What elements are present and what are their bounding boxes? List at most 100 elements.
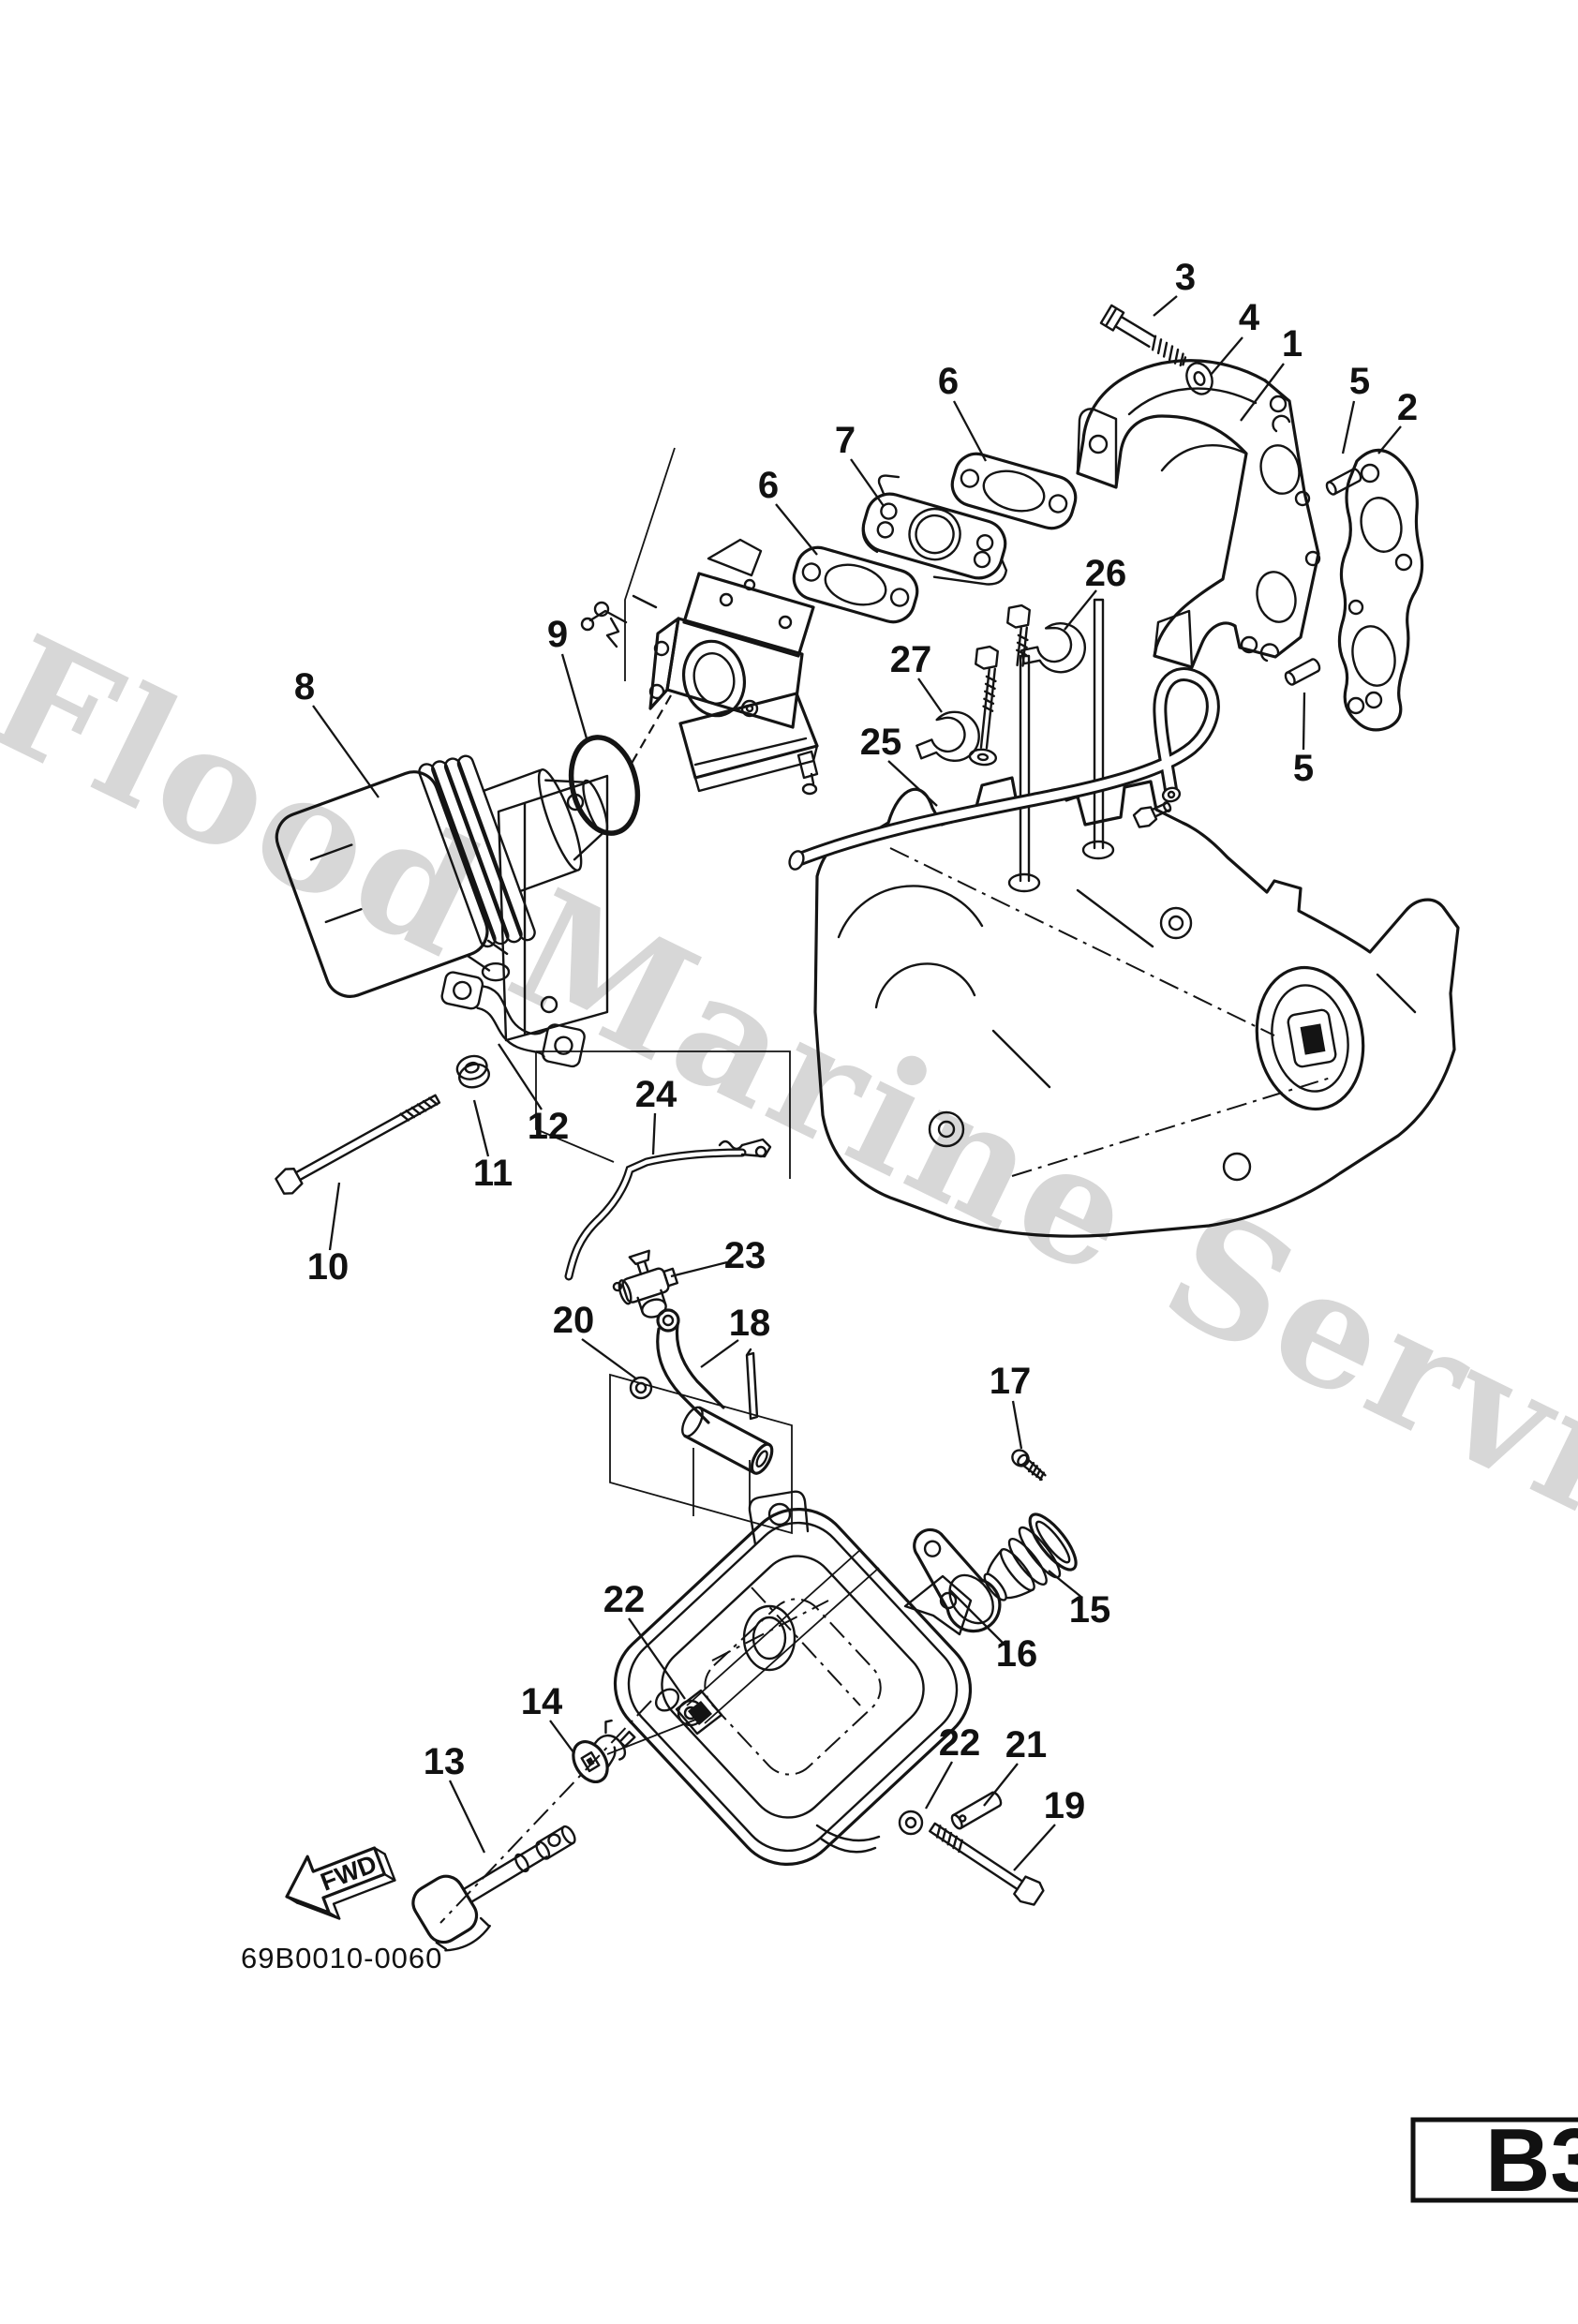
leader-line-19 — [1013, 1824, 1056, 1871]
callout-23: 23 — [724, 1235, 767, 1276]
pin-21 — [950, 1791, 1003, 1830]
callout-27: 27 — [890, 639, 932, 680]
choke-knob-13 — [411, 1825, 576, 1952]
leader-line-22 — [628, 1617, 686, 1700]
callout-19: 19 — [1044, 1785, 1086, 1826]
intake-manifold — [1076, 359, 1321, 669]
pin-5-upper — [1325, 468, 1362, 496]
engine-block — [813, 598, 1460, 1238]
leader-line-14 — [549, 1720, 574, 1753]
callout-10: 10 — [307, 1246, 350, 1288]
washer-22-right — [898, 1810, 924, 1836]
bolt-19 — [929, 1822, 1045, 1906]
leader-line-16 — [948, 1588, 1006, 1646]
callout-6: 6 — [758, 465, 779, 506]
intake-joint-15 — [983, 1512, 1078, 1601]
grommet-11 — [455, 1054, 490, 1089]
leader-line-25 — [887, 760, 938, 807]
leader-line-7 — [850, 458, 885, 507]
clamp-bolt-short — [1006, 603, 1031, 667]
leader-line-1 — [1240, 363, 1285, 422]
callout-5: 5 — [1349, 361, 1370, 402]
leader-line-23 — [670, 1260, 728, 1278]
leader-line-21 — [983, 1763, 1019, 1807]
breather-hose-25 — [788, 667, 1220, 871]
screw-17 — [1011, 1449, 1047, 1482]
callout-17: 17 — [990, 1361, 1032, 1402]
leader-line-24 — [651, 1112, 657, 1155]
o-ring-9 — [568, 735, 641, 836]
bolt-3 — [1099, 304, 1187, 367]
callout-18: 18 — [729, 1303, 771, 1344]
gasket-6-right — [950, 452, 1078, 530]
leader-line-20 — [581, 1338, 638, 1380]
callout-6: 6 — [938, 361, 959, 402]
washer-4 — [1185, 362, 1213, 395]
callout-20: 20 — [553, 1300, 595, 1341]
callout-25: 25 — [860, 722, 902, 763]
bolt-10 — [275, 1094, 441, 1195]
callout-26: 26 — [1085, 553, 1127, 594]
callout-14: 14 — [521, 1681, 563, 1722]
leader-line-18 — [700, 1339, 739, 1368]
callout-7: 7 — [835, 420, 856, 461]
callout-5: 5 — [1293, 748, 1314, 789]
leader-line-6 — [775, 503, 818, 556]
clamp-26 — [1020, 622, 1086, 674]
leader-line-27 — [917, 678, 943, 713]
fwd-arrow: FWD — [285, 1846, 396, 1920]
leader-line-6 — [952, 400, 988, 462]
drawing-code: 69B0010-0060 — [241, 1942, 442, 1974]
carburetor — [580, 538, 819, 796]
callout-15: 15 — [1069, 1589, 1111, 1631]
fuel-cock-23 — [612, 1249, 679, 1318]
pin-5-lower — [1284, 658, 1321, 686]
callout-11: 11 — [473, 1153, 513, 1194]
leader-line-17 — [1011, 1400, 1023, 1450]
leader-line-5 — [1302, 692, 1306, 751]
washer-22-left — [677, 1699, 705, 1727]
bracket-12 — [440, 971, 586, 1068]
clamp-27 — [916, 710, 980, 762]
callout-16: 16 — [996, 1633, 1038, 1675]
callout-21: 21 — [1005, 1724, 1048, 1765]
leader-line-8 — [312, 705, 380, 798]
callout-3: 3 — [1175, 257, 1196, 298]
leader-line-12 — [498, 1043, 543, 1110]
spacer-7 — [861, 474, 1008, 586]
callout-24: 24 — [635, 1074, 677, 1115]
callout-8: 8 — [294, 666, 315, 708]
gasket-2 — [1337, 448, 1424, 732]
leader-line-15 — [1048, 1570, 1083, 1599]
silencer-cover-8 — [275, 754, 609, 998]
leader-line-10 — [328, 1182, 341, 1251]
page-ref-box: B3 — [1410, 2110, 1578, 2211]
callout-12: 12 — [528, 1106, 570, 1147]
leader-line-5 — [1341, 400, 1356, 454]
page-ref-label: B3 — [1485, 2110, 1578, 2211]
washer-20 — [629, 1376, 653, 1400]
leader-line-13 — [448, 1780, 486, 1854]
callout-22: 22 — [603, 1579, 646, 1620]
engine-nipple — [1132, 801, 1172, 828]
link-arm-18 — [656, 1308, 774, 1475]
clamp-bolt-long — [968, 645, 999, 767]
leader-line-11 — [472, 1099, 490, 1157]
leader-line-9 — [560, 653, 588, 739]
leader-line-2 — [1377, 425, 1402, 454]
callout-22: 22 — [939, 1722, 981, 1764]
leader-line-4 — [1210, 336, 1243, 376]
leader-line-3 — [1153, 295, 1178, 317]
gasket-16 — [913, 1527, 1002, 1633]
gasket-6-left — [792, 545, 919, 624]
callout-2: 2 — [1397, 387, 1418, 428]
callout-13: 13 — [424, 1741, 466, 1782]
leader-line-26 — [1064, 589, 1097, 631]
leader-line-22 — [924, 1761, 954, 1810]
link-rod-24 — [564, 1138, 772, 1281]
callout-layer: 1234556678910111213141516171819202122222… — [294, 257, 1418, 1871]
callout-1: 1 — [1282, 323, 1303, 365]
callout-4: 4 — [1239, 297, 1260, 338]
